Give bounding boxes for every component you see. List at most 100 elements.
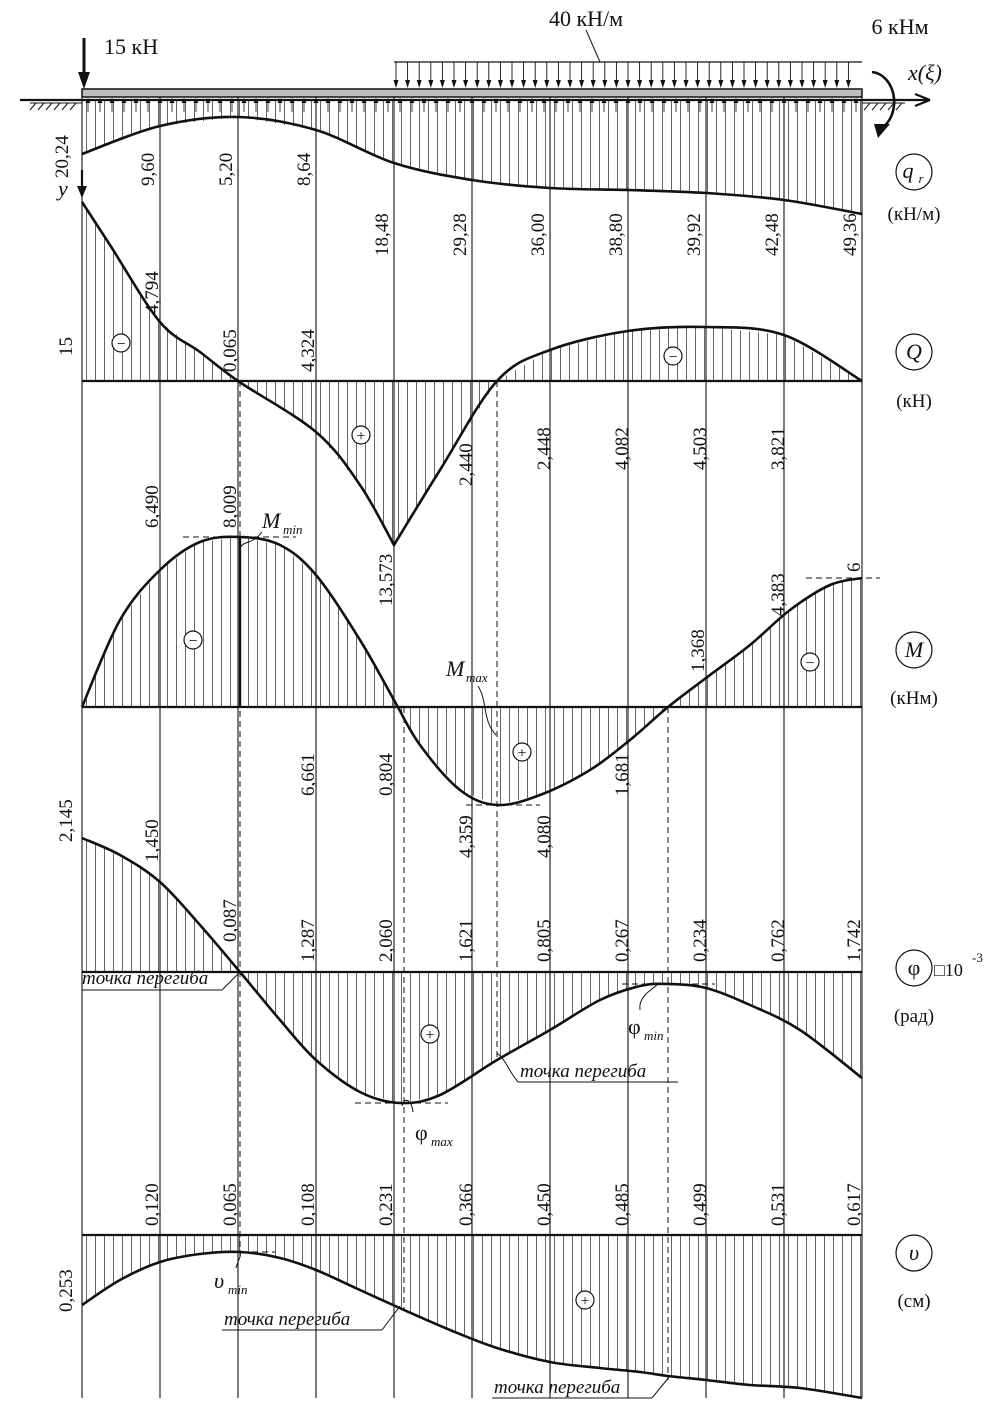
distributed-load-arrow-head — [544, 80, 550, 88]
foundation-arrow-head — [301, 98, 307, 103]
distributed-load-arrow-head — [729, 80, 735, 88]
foundation-arrow-head — [349, 98, 355, 103]
foundation-arrow-head — [697, 98, 703, 103]
distributed-load-arrow-head — [405, 80, 411, 88]
m-max-leader — [477, 685, 497, 736]
phi-hatching — [86, 840, 861, 1103]
q-hatching — [86, 208, 858, 543]
q-value-label: 4,324 — [298, 329, 319, 372]
q-symbol: Q — [895, 333, 933, 371]
foundation-arrow-head — [829, 98, 835, 103]
distributed-load-arrow-head — [706, 80, 712, 88]
distributed-load-arrow-head — [753, 80, 759, 88]
phi-value-label: 2,060 — [376, 919, 397, 962]
phi-value-label: 0,805 — [534, 919, 555, 962]
q-sign-minus-left: − — [111, 333, 131, 353]
q-sign-minus-right: − — [663, 346, 683, 366]
v-value-label: 0,120 — [142, 1183, 163, 1226]
distributed-load-arrow-head — [521, 80, 527, 88]
y-axis-label: y — [56, 176, 68, 201]
q-value-label: 4,503 — [690, 427, 711, 470]
distributed-load-arrow-head — [613, 80, 619, 88]
m-value-label: 6,661 — [298, 753, 319, 796]
qr-value-label: 39,92 — [684, 213, 705, 256]
distributed-load-arrow-head — [834, 80, 840, 88]
svg-text:min: min — [283, 522, 303, 537]
qr-hatching — [86, 100, 861, 214]
q-curve — [80, 201, 863, 548]
foundation-arrow-head — [709, 98, 715, 103]
qr-value-label: 5,20 — [216, 153, 237, 186]
m-unit: (кНм) — [890, 688, 938, 709]
foundation-arrow-head — [421, 98, 427, 103]
distributed-load-arrow-head — [567, 80, 573, 88]
distributed-load-leader — [585, 29, 601, 63]
m-symbol: M — [895, 631, 933, 669]
v-value-label: 0,366 — [456, 1183, 477, 1226]
distributed-load-arrow-head — [811, 80, 817, 88]
v-value-label: 0,531 — [768, 1183, 789, 1226]
foundation-arrow-head — [265, 98, 271, 103]
distributed-load-arrow-head — [451, 80, 457, 88]
foundation-arrow-head — [805, 98, 811, 103]
distributed-load-arrow-head — [625, 80, 631, 88]
distributed-load-arrow-head — [532, 80, 538, 88]
qr-value-label: 42,48 — [762, 213, 783, 256]
distributed-load-arrow-head — [845, 80, 851, 88]
svg-text:M: M — [261, 508, 282, 533]
foundation-arrow-head — [373, 98, 379, 103]
distributed-load-arrow-head — [463, 80, 469, 88]
distributed-load-arrow-head — [718, 80, 724, 88]
m-sign-plus: + — [512, 742, 532, 762]
foundation-arrow-head — [397, 98, 403, 103]
foundation-arrow-head — [169, 98, 175, 103]
qr-value-label: 20,24 — [52, 135, 73, 178]
phi-value-label: 0,087 — [220, 899, 241, 942]
m-value-label: 6 — [844, 563, 865, 573]
foundation-arrow-head — [793, 98, 799, 103]
qr-unit: (кН/м) — [888, 204, 941, 225]
foundation-arrow-head — [385, 98, 391, 103]
phi-max-leader — [401, 1099, 414, 1113]
distributed-load-arrow-head — [416, 80, 422, 88]
svg-text:υ: υ — [909, 1240, 919, 1265]
extrema-dashed-lines — [239, 381, 669, 1380]
phi-value-label: 0,267 — [612, 919, 633, 962]
v-min-label: υ min — [214, 1268, 248, 1297]
qr-value-label: 38,80 — [606, 213, 627, 256]
v-inflection-2-label: точка перегиба — [494, 1377, 620, 1398]
foundation-arrow-head — [181, 98, 187, 103]
distributed-load — [393, 61, 862, 88]
foundation-arrow-head — [769, 98, 775, 103]
v-value-label: 0,231 — [376, 1183, 397, 1226]
phi-value-label: 0,762 — [768, 919, 789, 962]
foundation-arrow-head — [361, 98, 367, 103]
qr-value-label: 8,64 — [294, 152, 315, 186]
foundation-arrow-head — [673, 98, 679, 103]
m-curve — [80, 535, 863, 807]
foundation-arrow-head — [217, 98, 223, 103]
m-value-label: 4,359 — [456, 815, 477, 858]
distributed-load-arrow-head — [486, 80, 492, 88]
foundation-arrow-head — [241, 98, 247, 103]
q-value-label: 4,082 — [612, 427, 633, 470]
m-value-label: 1,368 — [688, 629, 709, 672]
ground-support-right — [862, 102, 905, 111]
foundation-arrow-head — [757, 98, 763, 103]
ground-support-left — [29, 102, 82, 111]
q-value-label: 2,448 — [534, 427, 555, 470]
distributed-load-arrow-head — [764, 80, 770, 88]
m-sign-minus-left: − — [183, 630, 203, 650]
v-value-label: 0,065 — [220, 1183, 241, 1226]
foundation-arrow-head — [637, 98, 643, 103]
svg-text:−: − — [116, 336, 125, 353]
phi-value-label: 1,450 — [142, 819, 163, 862]
foundation-arrow-head — [445, 98, 451, 103]
foundation-arrow-head — [613, 98, 619, 103]
foundation-arrow-head — [325, 98, 331, 103]
phi-inflection-1-label: точка перегиба — [82, 968, 208, 989]
svg-text:□10: □10 — [934, 960, 963, 980]
